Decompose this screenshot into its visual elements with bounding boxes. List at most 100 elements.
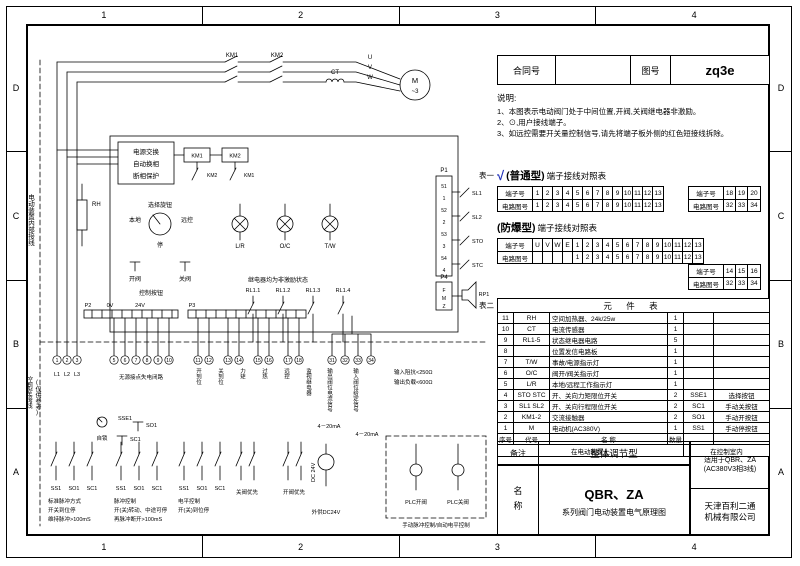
svg-text:2: 2 [66, 358, 69, 364]
notes-heading: 说明: [497, 93, 517, 103]
table2-side-label: 表二 [479, 301, 494, 310]
dc24v-label: DC 24V [311, 462, 317, 482]
circuit-row-label: 电路图号 [498, 200, 533, 211]
svg-text:STO: STO [472, 239, 484, 245]
svg-text:力矩: 力矩 [239, 367, 246, 381]
svg-text:O/C: O/C [280, 244, 291, 250]
svg-text:RL1.2: RL1.2 [276, 288, 291, 294]
svg-text:13: 13 [225, 358, 231, 364]
svg-text:32: 32 [342, 358, 348, 364]
svg-text:断相保护: 断相保护 [133, 171, 159, 180]
svg-text:SS1: SS1 [51, 486, 61, 492]
input-impedance-note: 输入阻抗<250Ω [394, 368, 433, 376]
svg-text:RL1.3: RL1.3 [306, 288, 321, 294]
control-button-label: 控制按钮 [139, 289, 163, 297]
drawing-title: 系列阀门电动装置电气原理图 [562, 507, 666, 517]
title-strip: 合同号 图号 zq3e [497, 55, 770, 85]
output-signal-label: 输出阀位电流信号 [326, 367, 333, 414]
company-block: 适用于QBR、ZA (AC380V3相3线) 天津百利二通 机械有限公司 [690, 441, 770, 536]
svg-text:关到位: 关到位 [217, 367, 224, 385]
table1-side-label: 表一 [479, 171, 494, 180]
p1-label: P1 [440, 168, 448, 174]
p1-connector [435, 175, 453, 277]
svg-text:11: 11 [195, 358, 200, 364]
plc-box [385, 435, 487, 519]
sse1-label: SSE1 [118, 416, 132, 422]
phase-v-label: V [368, 65, 372, 71]
notes-list: 1、本图表示电动阀门处于中间位置,开阀,关阀继电器非激励。2、⊙,用户接线端子。… [497, 106, 729, 139]
svg-text:L2: L2 [64, 372, 70, 378]
component-table-header: 序号代号名 称数量 [498, 433, 769, 444]
svg-text:9: 9 [157, 358, 160, 364]
power-wiring [56, 55, 431, 356]
terminal-row-label: 端子号 [689, 265, 724, 277]
svg-text:L/R: L/R [235, 244, 245, 250]
svg-text:10: 10 [166, 358, 172, 364]
component-table-footer: 在电动装置上在控制室内 [498, 444, 769, 456]
svg-text:电平控制: 电平控制 [178, 497, 201, 505]
remark-value: 整体调节型 [590, 449, 638, 460]
svg-text:3: 3 [76, 358, 79, 364]
phase-w-label: W [367, 75, 373, 81]
svg-text:再脉冲断开>100mS: 再脉冲断开>100mS [114, 515, 162, 523]
normal-type-title: (普通型) [506, 170, 545, 182]
svg-text:开到位: 开到位 [195, 368, 202, 385]
contract-no-label: 合同号 [498, 56, 556, 84]
terminal-row-label: 端子号 [498, 239, 533, 251]
km2-interlock-label: KM2 [207, 173, 218, 179]
phase-u-label: U [368, 55, 372, 61]
buzzer-symbol [461, 281, 477, 309]
dc24v-source-symbol [317, 453, 335, 471]
self-lock-label: 自锁 [96, 434, 108, 442]
svg-text:53: 53 [441, 232, 447, 238]
motor-symbol [399, 69, 431, 101]
svg-text:7: 7 [135, 358, 138, 364]
lamp-oc-symbol [276, 215, 294, 233]
reference-only-strip-label: (仅供参考) [34, 380, 41, 416]
phase-protect-box [117, 141, 175, 185]
svg-text:SS1: SS1 [179, 486, 189, 492]
margin-strip-labels: 电动装置内部接线 控制室接线 (仅供参考) 输出阀位电流信号 输入阀位给定信号 [26, 193, 359, 416]
svg-text:2: 2 [443, 220, 446, 226]
terminal-row-label: 端子号 [498, 187, 533, 199]
km1-coil-label: KM1 [191, 154, 202, 160]
km2-label: KM2 [271, 53, 284, 59]
svg-text:4: 4 [443, 268, 446, 274]
p4-pin-letters: FMZ [442, 288, 446, 310]
svg-text:开(关)到位停: 开(关)到位停 [178, 506, 210, 514]
close-priority-label: 关阀优先 [236, 488, 259, 496]
p4-label: P4 [440, 275, 448, 281]
remark-label: 备注 [498, 442, 539, 464]
svg-text:1: 1 [56, 358, 59, 364]
km1-label: KM1 [226, 53, 239, 59]
svg-text:过热: 过热 [261, 367, 268, 381]
svg-text:STC: STC [472, 263, 483, 269]
svg-text:电源交换: 电源交换 [133, 147, 160, 156]
notes-block: 说明: 1、本图表示电动阀门处于中间位置,开阀,关阀继电器非激励。2、⊙,用户接… [497, 92, 769, 140]
ex-type-subtitle: 端子接线对照表 [537, 222, 598, 233]
svg-text:SS1: SS1 [116, 486, 126, 492]
svg-text:L1: L1 [54, 372, 60, 378]
relay-state-note: 继电器均为非激励状态 [248, 276, 308, 284]
svg-text:远控: 远控 [283, 367, 290, 381]
